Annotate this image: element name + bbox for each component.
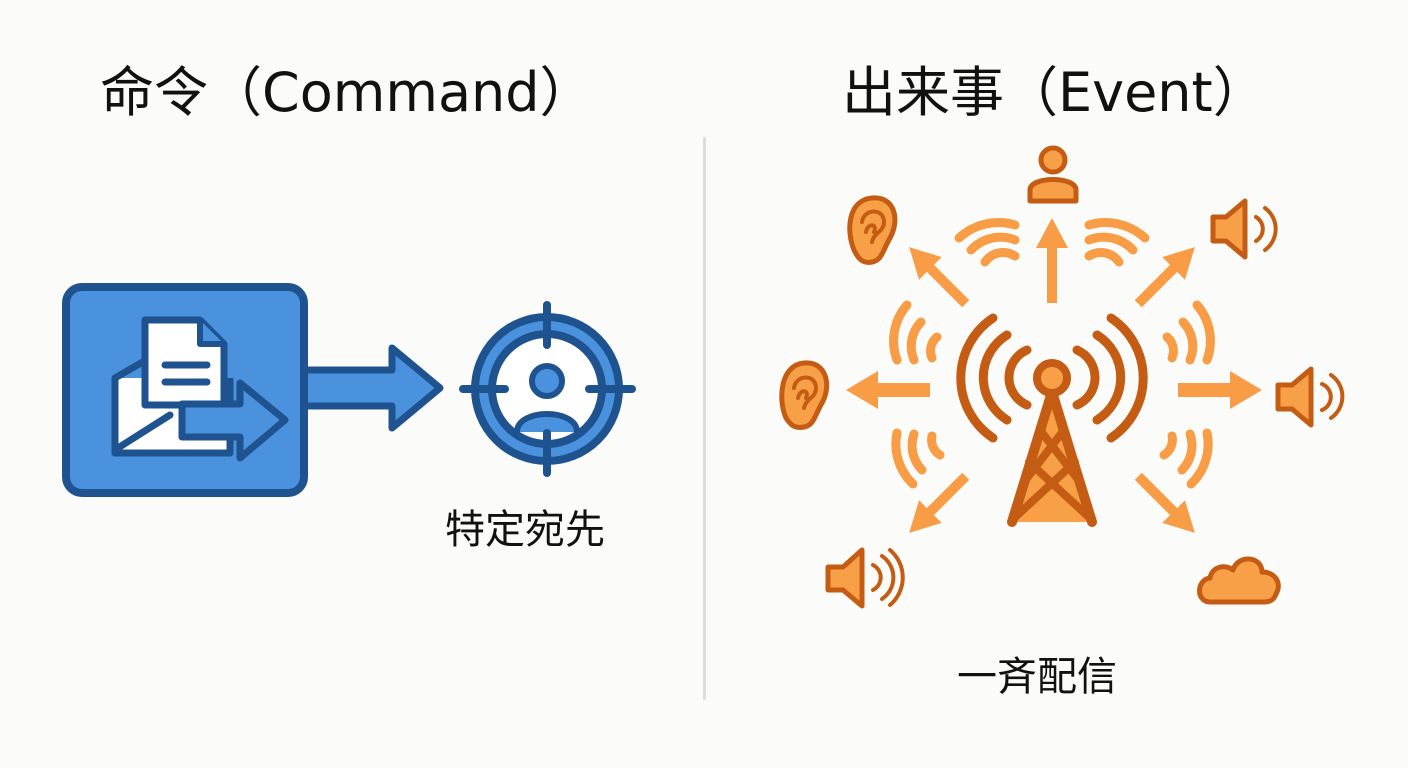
arrow-icon [1036,218,1068,303]
envelope-with-document-icon [111,316,289,462]
arrow-icon [909,247,970,308]
tower-radio-waves [956,313,1148,443]
broadcast-tower-icon [1007,359,1097,527]
speaker-icon [825,547,905,609]
speaker-icon [1275,366,1345,428]
ear-icon [779,360,830,430]
radio-wave-icon [889,218,1215,489]
event-title: 出来事（Event） [842,61,1267,124]
arrow-icon [846,371,930,409]
message-box [62,283,308,497]
ear-icon [847,195,898,265]
arrow-icon [1134,472,1195,533]
cloud-icon [1197,556,1281,605]
arrow-icon [909,472,970,533]
command-title: 命令（Command） [100,61,594,124]
send-arrow-icon [296,344,444,432]
speaker-icon [1210,198,1278,260]
event-diagram [779,145,1345,609]
broadcast-label: 一斉配信 [957,654,1117,700]
arrow-icon [1134,247,1195,308]
broadcast-arrows [846,218,1262,533]
command-diagram [62,283,636,497]
panel-divider [703,137,706,700]
arrow-icon [1178,371,1262,409]
specific-destination-label: 特定宛先 [445,507,605,553]
target-person-icon [459,301,636,477]
person-icon [1027,145,1079,204]
